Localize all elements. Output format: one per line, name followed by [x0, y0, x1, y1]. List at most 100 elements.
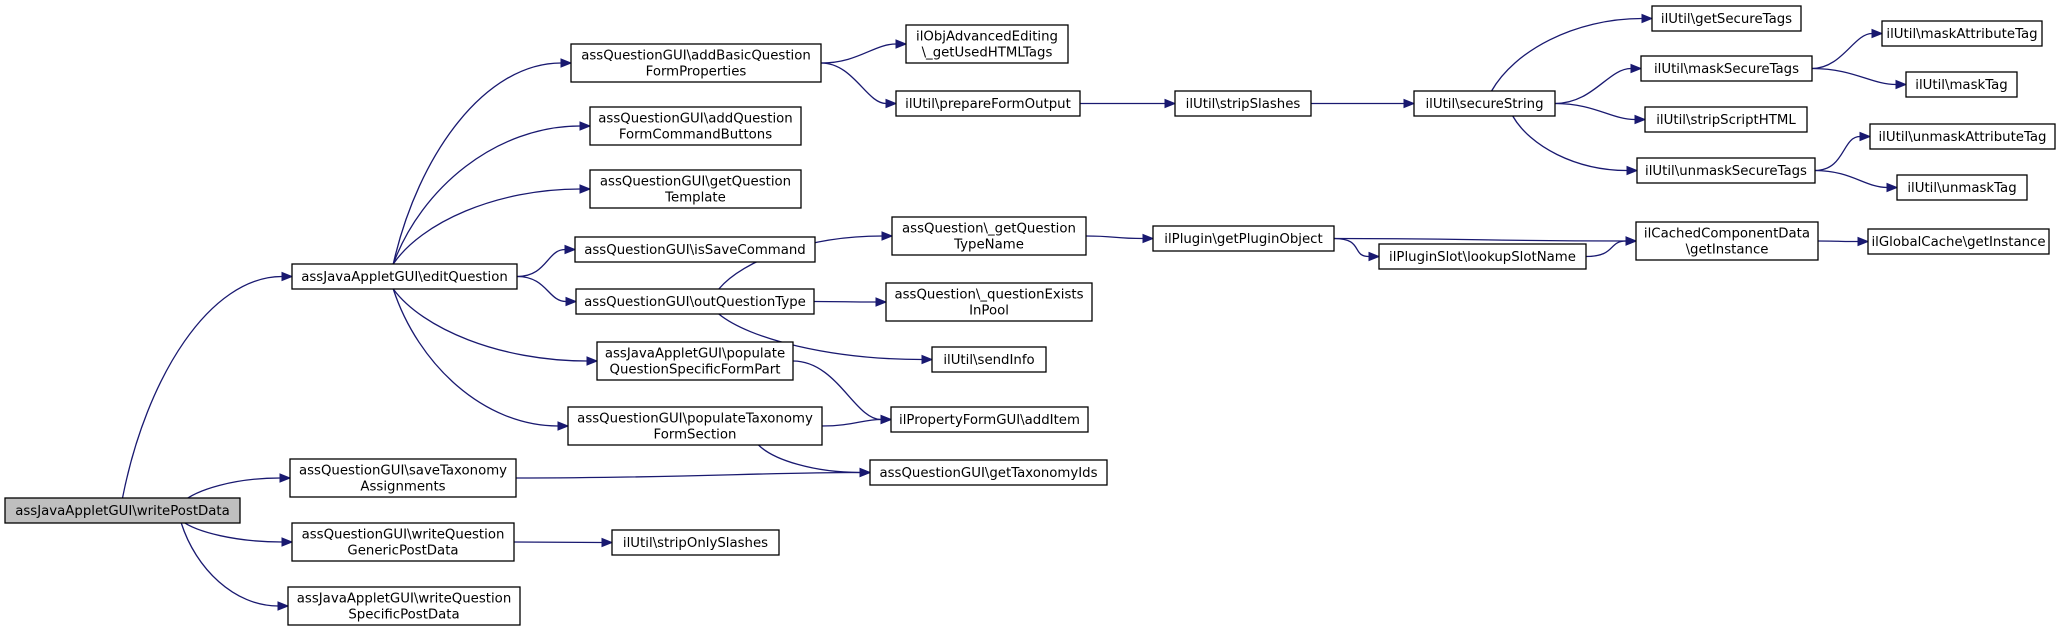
node-label: ilCachedComponentData	[1644, 227, 1810, 242]
node-box	[611, 529, 780, 556]
graph-node[interactable]: ilUtil\secureString	[1413, 90, 1556, 117]
edge-line	[1554, 102, 1636, 121]
call-edge	[180, 519, 294, 547]
arrowhead	[279, 473, 292, 483]
graph-node[interactable]: assQuestionGUI\addBasicQuestionFormPrope…	[570, 43, 822, 83]
edge-line	[792, 360, 882, 421]
graph-node[interactable]: ilPropertyFormGUI\addItem	[890, 406, 1089, 433]
edge-line	[1811, 67, 1897, 86]
node-label: assQuestionGUI\saveTaxonomy	[299, 464, 507, 479]
graph-node[interactable]: ilPlugin\getPluginObject	[1152, 225, 1335, 252]
graph-node[interactable]: ilUtil\getSecureTags	[1651, 5, 1802, 32]
graph-node[interactable]: ilPluginSlot\lookupSlotName	[1378, 243, 1587, 270]
node-label: ilGlobalCache\getInstance	[1871, 235, 2045, 250]
graph-node[interactable]: assJavaAppletGUI\writePostData	[4, 497, 241, 524]
node-label: ilUtil\stripOnlySlashes	[623, 536, 768, 551]
node-label: ilUtil\stripSlashes	[1186, 97, 1301, 112]
call-edge	[1811, 28, 1884, 70]
node-box	[905, 24, 1069, 64]
call-edge	[515, 467, 872, 479]
graph-node[interactable]: ilUtil\maskAttributeTag	[1881, 20, 2043, 47]
arrowhead	[895, 39, 908, 49]
call-edge	[718, 313, 934, 365]
graph-node[interactable]: assQuestionGUI\writeQuestionGenericPostD…	[291, 522, 515, 562]
graph-node[interactable]: assQuestionGUI\getTaxonomyIds	[869, 459, 1108, 486]
graph-node[interactable]: assQuestionGUI\populateTaxonomyFormSecti…	[567, 406, 823, 446]
node-box	[1869, 123, 2056, 150]
call-edge	[121, 271, 294, 499]
arrowhead	[1895, 79, 1908, 90]
edge-line	[121, 275, 283, 499]
graph-node[interactable]: assJavaAppletGUI\writeQuestionSpecificPo…	[287, 586, 521, 626]
call-edge	[516, 275, 578, 307]
node-label: ilPluginSlot\lookupSlotName	[1389, 250, 1576, 265]
node-label: InPool	[969, 304, 1009, 319]
edge-line	[513, 541, 603, 544]
graph-node[interactable]: ilUtil\stripScriptHTML	[1644, 106, 1808, 133]
arrowhead	[277, 601, 290, 611]
arrowhead	[1630, 63, 1643, 74]
graph-node[interactable]: ilGlobalCache\getInstance	[1867, 228, 2050, 255]
node-label: ilUtil\maskSecureTags	[1654, 62, 1799, 77]
node-box	[291, 522, 515, 562]
node-label: assQuestionGUI\outQuestionType	[584, 295, 806, 310]
call-edge	[1814, 131, 1872, 172]
call-edge	[813, 297, 888, 307]
graph-node[interactable]: ilUtil\stripSlashes	[1174, 90, 1312, 117]
graph-node[interactable]: ilUtil\maskSecureTags	[1640, 55, 1813, 82]
arrowhead	[601, 537, 614, 548]
node-label: assJavaAppletGUI\writeQuestion	[297, 592, 512, 607]
graph-node[interactable]: ilCachedComponentData\getInstance	[1635, 221, 1819, 261]
graph-node[interactable]: ilUtil\maskTag	[1905, 71, 2018, 98]
edge-line	[820, 43, 897, 64]
arrowhead	[586, 356, 599, 366]
node-label: QuestionSpecificFormPart	[610, 363, 781, 378]
graph-node[interactable]: ilUtil\unmaskAttributeTag	[1869, 123, 2056, 150]
node-label: GenericPostData	[347, 544, 458, 559]
arrowhead	[1626, 165, 1639, 176]
graph-node[interactable]: ilUtil\unmaskSecureTags	[1636, 157, 1816, 184]
arrowhead	[579, 121, 592, 131]
node-box	[1152, 225, 1335, 252]
edges-layer	[121, 13, 1908, 611]
node-box	[289, 458, 517, 498]
call-edge	[1585, 236, 1638, 258]
graph-node[interactable]: ilObjAdvancedEditing\_getUsedHTMLTags	[905, 24, 1069, 64]
arrowhead	[881, 231, 894, 241]
edge-line	[1585, 240, 1627, 258]
call-edge	[1554, 63, 1643, 105]
graph-node[interactable]: ilUtil\prepareFormOutput	[895, 90, 1081, 117]
call-edge	[820, 39, 908, 64]
graph-node[interactable]: assQuestionGUI\addQuestionFormCommandBut…	[589, 106, 802, 146]
node-box	[1636, 157, 1816, 184]
node-box	[869, 459, 1108, 486]
graph-node[interactable]: assQuestionGUI\isSaveCommand	[574, 236, 816, 263]
node-box	[931, 346, 1047, 373]
graph-node[interactable]: assJavaAppletGUI\editQuestion	[291, 263, 518, 290]
arrowhead	[885, 98, 898, 109]
node-label: FormProperties	[646, 65, 747, 80]
graph-node[interactable]: assQuestionGUI\outQuestionType	[575, 288, 815, 315]
node-box	[885, 282, 1093, 322]
node-label: ilUtil\getSecureTags	[1661, 12, 1792, 27]
arrowhead	[1164, 98, 1177, 109]
node-label: Assignments	[360, 480, 445, 495]
node-label: assJavaAppletGUI\writePostData	[15, 504, 230, 519]
node-label: ilUtil\secureString	[1425, 97, 1543, 112]
graph-node[interactable]: assJavaAppletGUI\populateQuestionSpecifi…	[596, 341, 794, 381]
node-label: ilObjAdvancedEditing	[916, 30, 1058, 45]
graph-node[interactable]: ilUtil\stripOnlySlashes	[611, 529, 780, 556]
node-label: assQuestionGUI\getQuestion	[600, 175, 791, 190]
edge-line	[1490, 17, 1643, 92]
arrowhead	[557, 421, 570, 431]
call-edge	[820, 62, 898, 109]
call-edge	[1311, 98, 1416, 109]
graph-node[interactable]: ilUtil\sendInfo	[931, 346, 1047, 373]
edge-line	[1811, 32, 1873, 70]
graph-node[interactable]: ilUtil\unmaskTag	[1896, 174, 2028, 201]
